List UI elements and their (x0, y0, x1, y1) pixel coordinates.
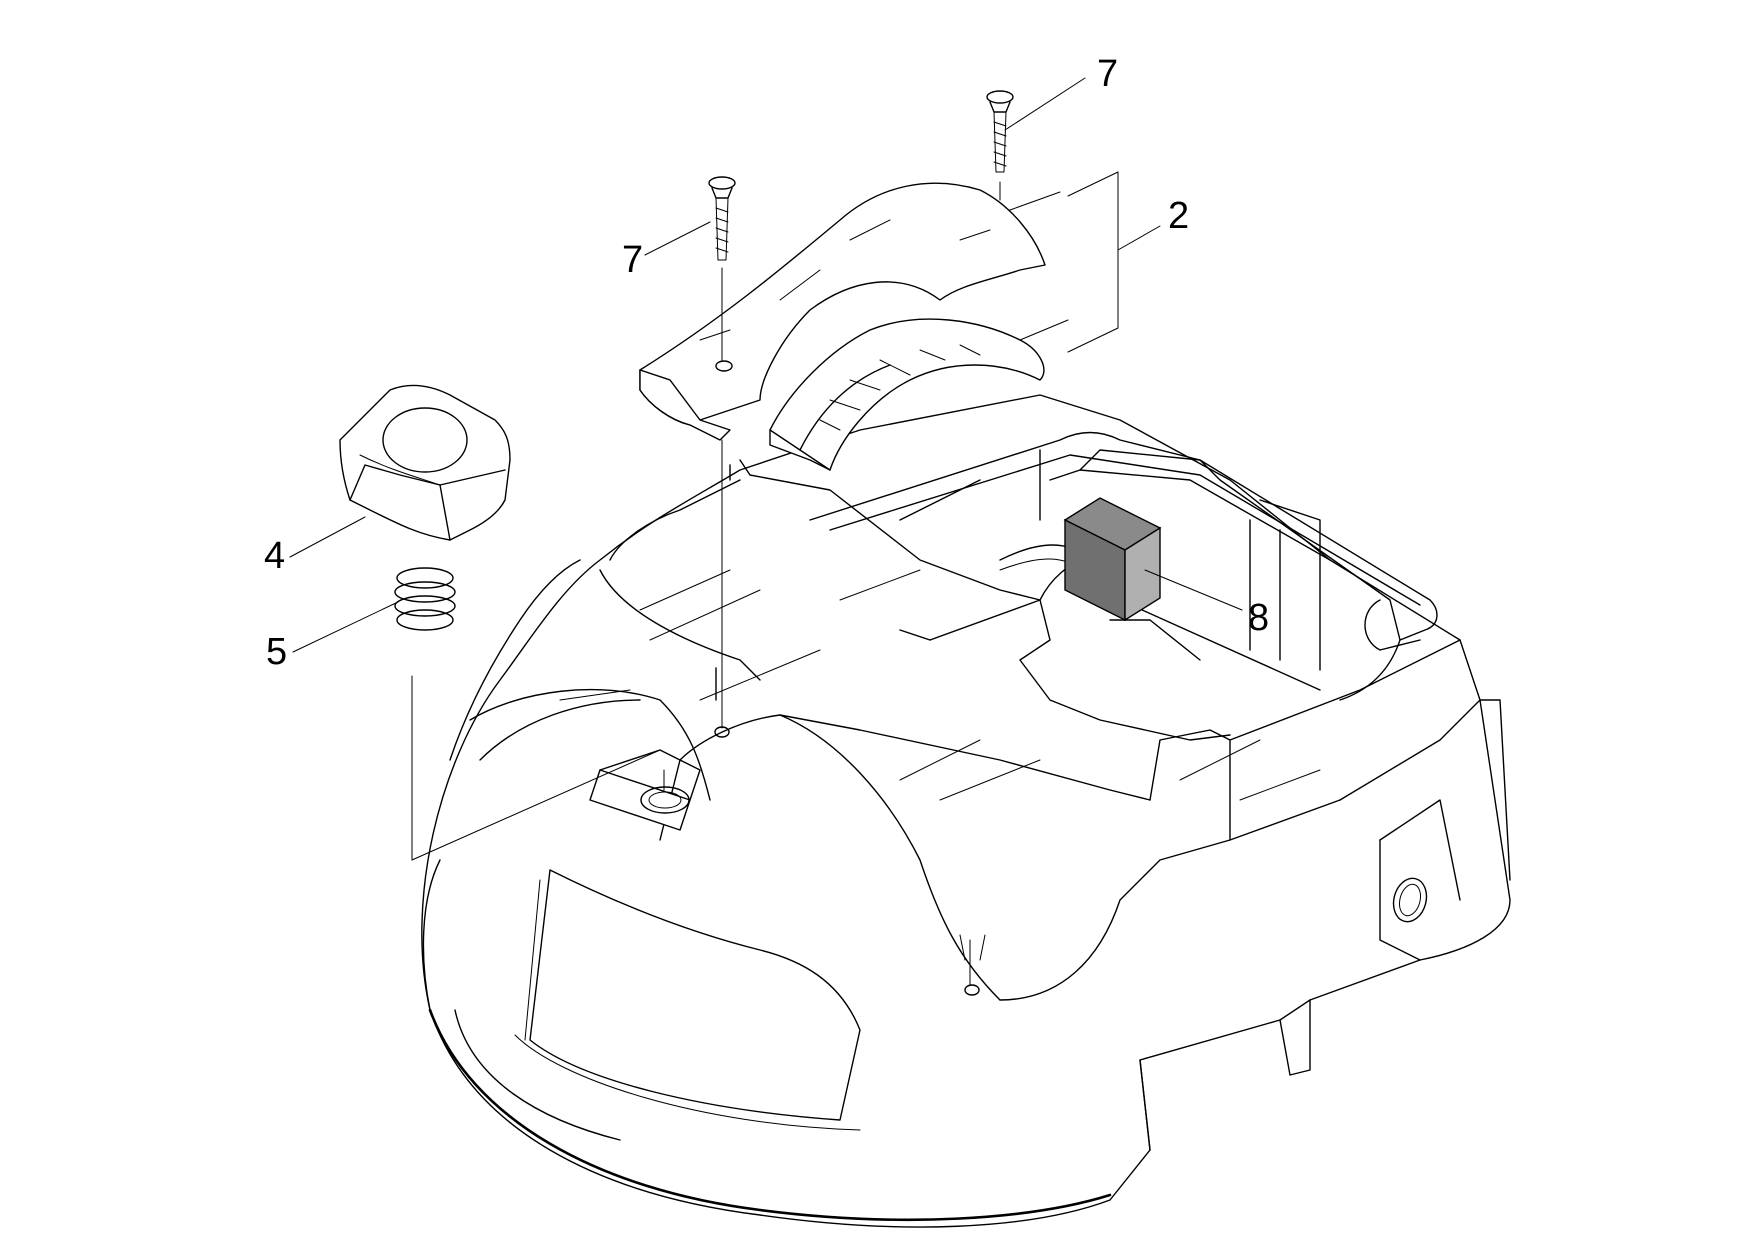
handle-assembly (639, 182, 1046, 471)
callout-label-screw-top-right: 7 (1097, 53, 1118, 95)
callout-leaders (289, 77, 1243, 653)
callout-labels: 7 7 2 4 5 8 (264, 53, 1269, 673)
callout-label-screw-left: 7 (622, 239, 643, 281)
body-shell (421, 394, 1511, 1228)
callout-label-handle: 2 (1168, 195, 1189, 237)
spring (394, 567, 456, 631)
screw-left (708, 176, 736, 261)
top-deck (559, 431, 1438, 801)
knob-cap (339, 384, 511, 541)
module-box (1063, 497, 1162, 622)
callout-label-spring: 5 (266, 631, 287, 673)
spring-socket (589, 749, 701, 831)
callout-label-knob-cap: 4 (264, 535, 285, 577)
screw-top-right (986, 90, 1014, 173)
callout-label-module-box: 8 (1248, 597, 1269, 639)
